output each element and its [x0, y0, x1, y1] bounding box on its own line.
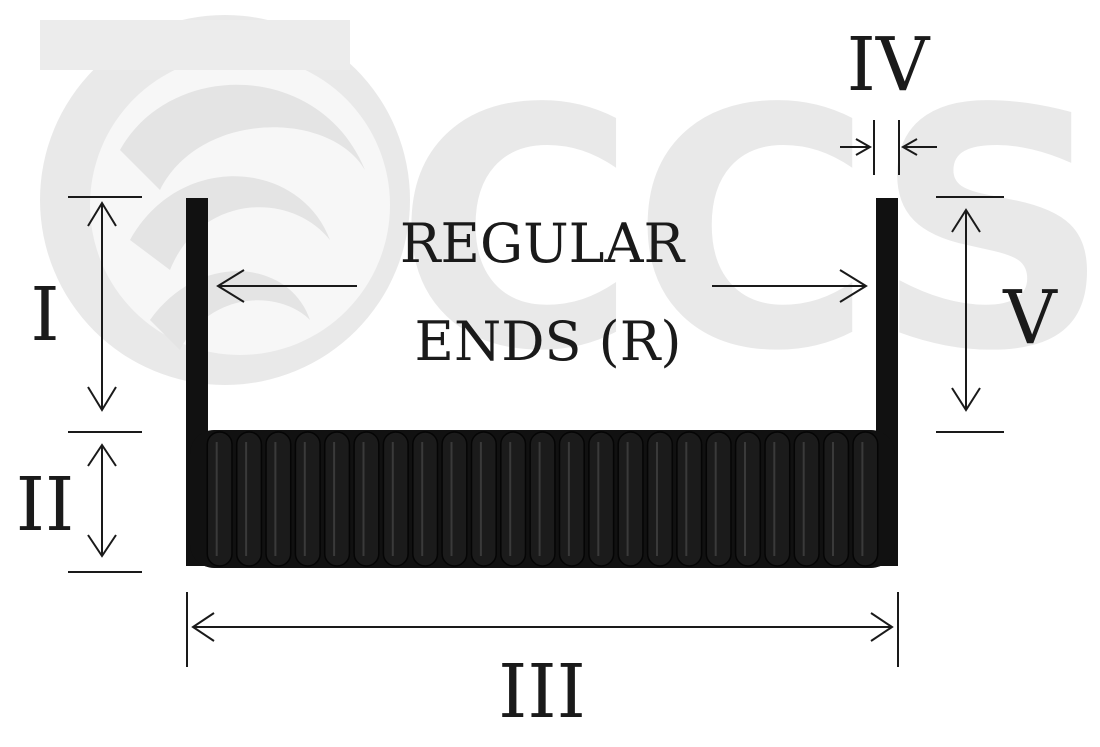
- coil-turn: [676, 431, 703, 567]
- coil-turn: [793, 431, 820, 567]
- swirl-emblem-icon: [40, 15, 410, 385]
- regular-ends-label-line2: ENDS (R): [415, 310, 682, 373]
- coil-turn: [588, 431, 615, 567]
- coil-turn: [412, 431, 439, 567]
- dimension-iii-label: III: [498, 649, 586, 735]
- dimension-ii-label: II: [16, 462, 74, 548]
- coil-turn: [294, 431, 321, 567]
- coil-turn: [235, 431, 263, 567]
- coil-turn: [705, 431, 732, 567]
- dimension-iv-label: IV: [847, 22, 931, 108]
- dimension-v: [936, 196, 1004, 433]
- regular-ends-arrows: [216, 269, 868, 303]
- extension-spring: [186, 198, 898, 568]
- coil-turn: [558, 431, 585, 567]
- coil-turn: [529, 431, 556, 567]
- coil-turn: [764, 431, 791, 567]
- coil-turn: [206, 431, 233, 567]
- regular-ends-label-line1: REGULAR: [400, 212, 686, 275]
- coil-turn: [382, 431, 409, 567]
- dimension-v-label: V: [1002, 275, 1058, 361]
- dimension-iii: [186, 592, 899, 667]
- dimension-ii: [68, 443, 142, 573]
- dimension-i: [68, 196, 142, 433]
- coil-turn: [470, 431, 497, 567]
- coil-turn: [734, 431, 762, 567]
- coil-turn: [646, 431, 674, 567]
- coil-turn: [852, 431, 879, 567]
- coil-turn: [265, 431, 292, 567]
- dimension-iv: [840, 120, 937, 175]
- coil-turn: [617, 431, 644, 567]
- coil-turn: [441, 431, 468, 567]
- watermark-text: CCS: [395, 39, 1100, 423]
- coil-turn: [500, 431, 527, 567]
- coil-turn: [822, 431, 850, 567]
- coil-turn: [353, 431, 380, 567]
- dimension-i-label: I: [30, 272, 59, 358]
- coil-turn: [323, 431, 351, 567]
- coil-turns: [206, 431, 879, 567]
